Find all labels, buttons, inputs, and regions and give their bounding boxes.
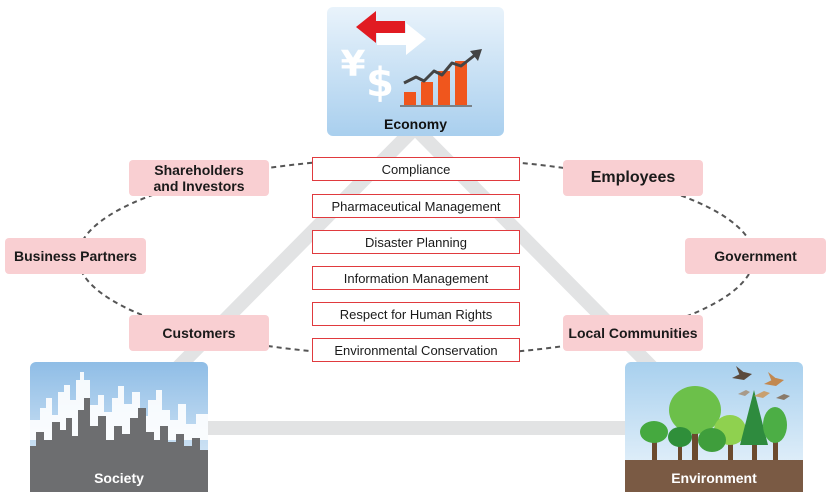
trees-icon bbox=[640, 386, 787, 460]
stakeholder-shareholders: Shareholders and Investors bbox=[129, 160, 269, 196]
theme-environmental-conservation: Environmental Conservation bbox=[312, 338, 520, 362]
trend-arrow-icon bbox=[403, 49, 482, 85]
stakeholder-customers: Customers bbox=[129, 315, 269, 351]
bar-chart-icon bbox=[400, 61, 472, 107]
left-arrow-icon bbox=[356, 11, 405, 43]
theme-disaster-planning: Disaster Planning bbox=[312, 230, 520, 254]
birds-icon bbox=[732, 366, 790, 400]
right-arrow-icon bbox=[377, 23, 426, 55]
theme-compliance: Compliance bbox=[312, 157, 520, 181]
theme-information-management: Information Management bbox=[312, 266, 520, 290]
pillar-economy-label: Economy bbox=[383, 116, 447, 132]
environment-panel bbox=[625, 362, 803, 492]
stakeholder-government: Government bbox=[685, 238, 826, 274]
theme-pharmaceutical-management: Pharmaceutical Management bbox=[312, 194, 520, 218]
stakeholder-business-partners: Business Partners bbox=[5, 238, 146, 274]
dollar-icon: $ bbox=[366, 60, 394, 106]
theme-respect-human-rights: Respect for Human Rights bbox=[312, 302, 520, 326]
economy-panel bbox=[327, 7, 504, 136]
yen-icon: ¥ bbox=[340, 44, 366, 85]
society-panel bbox=[30, 362, 208, 492]
pillar-environment-label: Environment bbox=[671, 470, 757, 486]
stakeholder-employees: Employees bbox=[563, 160, 703, 196]
stakeholder-local-communities: Local Communities bbox=[563, 315, 703, 351]
pillar-society-label: Society bbox=[94, 470, 144, 486]
